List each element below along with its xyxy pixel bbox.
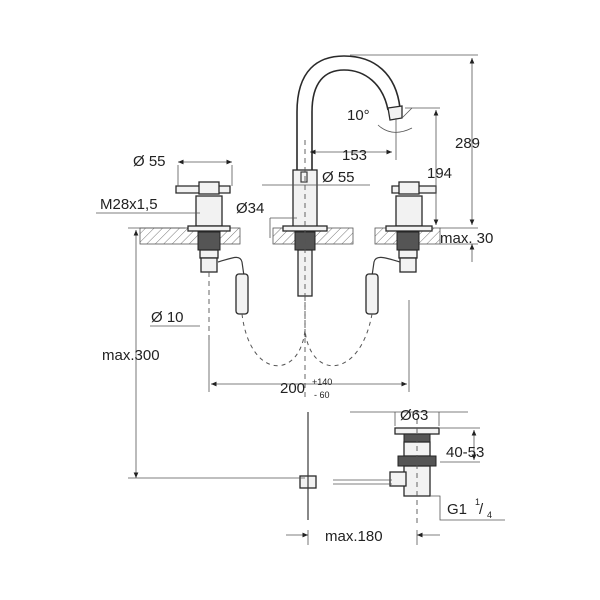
spread-minus-label: - 60 [314, 390, 330, 400]
pipe-diameter-label: Ø 10 [151, 309, 184, 326]
left-valve [175, 181, 249, 340]
waste-diameter-label: Ø63 [400, 407, 428, 424]
spout-height-label: 194 [427, 165, 452, 182]
waste-thread-label: G1 [447, 501, 467, 518]
spread-label: 200 [280, 380, 305, 397]
right-valve [365, 181, 437, 315]
dimension-labels: 10° 153 289 194 max. 30 Ø 55 Ø 55 M28x1,… [100, 107, 493, 545]
handle-diameter-label: Ø 55 [133, 153, 166, 170]
spout [282, 55, 403, 400]
spout-base-diameter-label: Ø 55 [322, 169, 355, 186]
thread-label: M28x1,5 [100, 196, 158, 213]
max-pipe-length-label: max.300 [102, 347, 160, 364]
dimension-lines [96, 54, 505, 545]
max-deck-label: max. 30 [440, 230, 493, 247]
total-height-label: 289 [455, 135, 480, 152]
angle-label: 10° [347, 107, 370, 124]
max-rod-label: max.180 [325, 528, 383, 545]
hoses [241, 313, 373, 367]
waste-thread-denominator: 4 [487, 510, 492, 520]
hole-diameter-label: Ø34 [236, 200, 264, 217]
waste-range-label: 40-53 [446, 444, 484, 461]
waste-assembly [299, 410, 440, 525]
waste-thread-numerator: 1 [475, 497, 480, 507]
spout-reach-label: 153 [342, 147, 367, 164]
waste-thread-slash: / [479, 501, 484, 518]
spread-plus-label: +140 [312, 377, 332, 387]
